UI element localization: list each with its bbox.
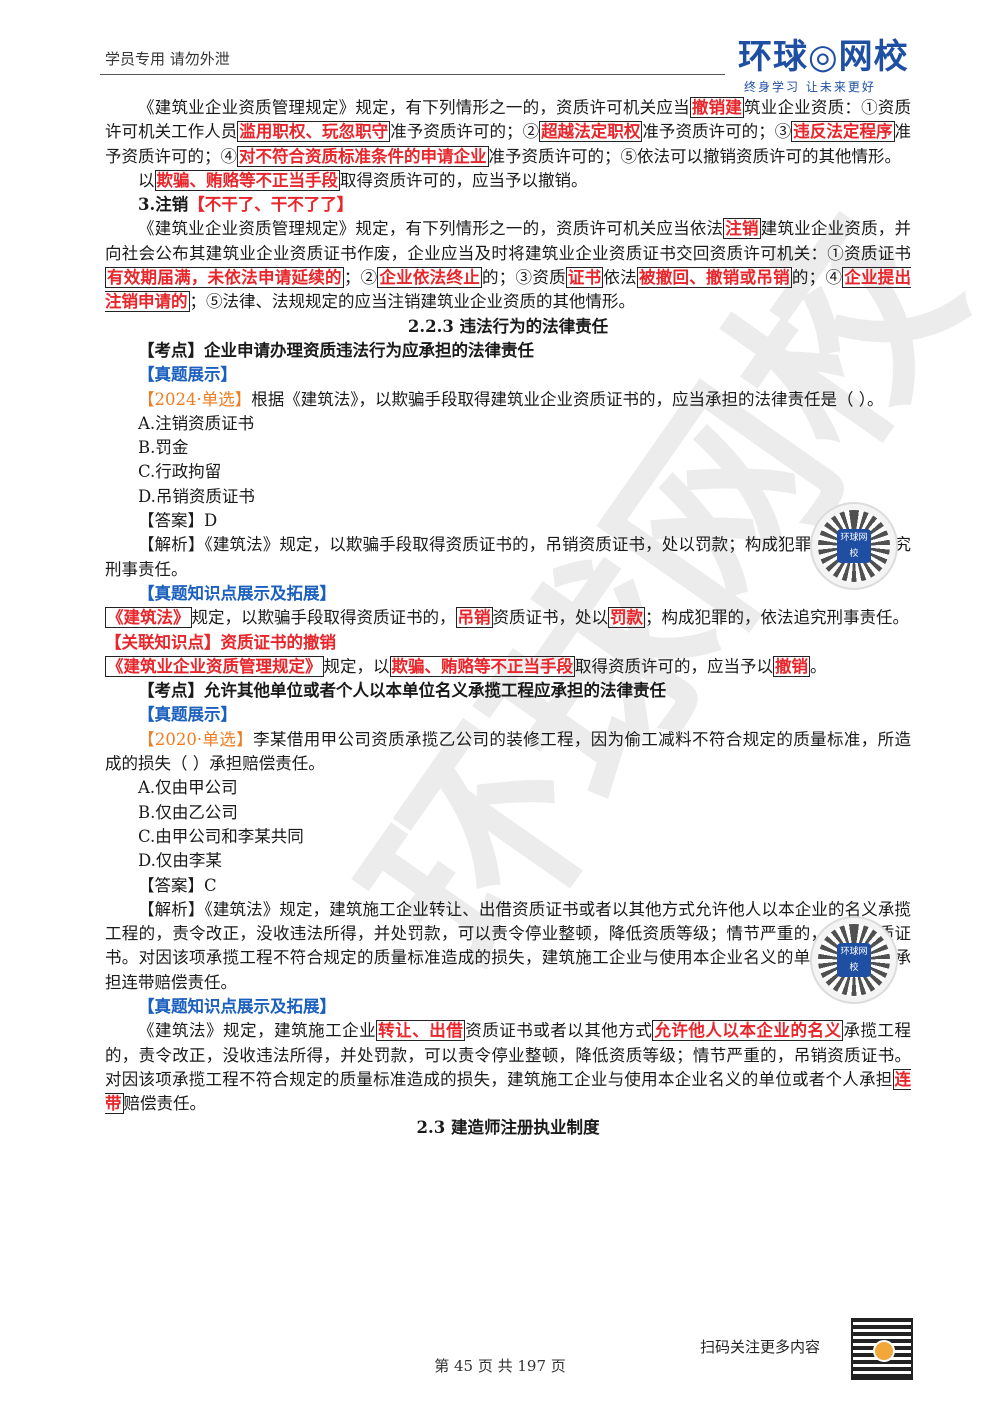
- footer-qr-icon[interactable]: [851, 1318, 913, 1380]
- related-paragraph: 《建筑业企业资质管理规定》规定，以欺骗、贿赂等不正当手段取得资质许可的，应当予以…: [105, 655, 827, 677]
- question-tag: 【2020·单选】: [138, 729, 254, 749]
- highlight: 吊销: [455, 607, 493, 629]
- highlight: 罚款: [608, 607, 645, 629]
- question-stem: 【2024·单选】根据《建筑法》，以欺骗手段取得建筑业企业资质证书的，应当承担的…: [138, 389, 884, 409]
- option-c: C.行政拘留: [138, 462, 222, 482]
- section-cancel-heading: 3.注销【不干了、干不了了】: [138, 195, 354, 215]
- highlight: 撤销建: [689, 97, 745, 118]
- logo-text: 环球◎网校: [738, 37, 909, 77]
- question-stem: 【2020·单选】李某借用甲公司资质承揽乙公司的装修工程，因为偷工减料不符合规定…: [105, 729, 912, 774]
- explanation: 【解析】《建筑法》规定，建筑施工企业转让、出借资质证书或者以其他方式允许他人以本…: [105, 899, 911, 992]
- main-content: 《建筑业企业资质管理规定》规定，有下列情形之一的，资质许可机关应当撤销建筑业企业…: [105, 96, 912, 1141]
- qr-logo: 环球网校: [837, 529, 871, 563]
- header-divider: [100, 74, 725, 75]
- highlight: 《建筑法》: [105, 607, 192, 629]
- section-heading: 2.3 建造师注册执业制度: [416, 1118, 600, 1138]
- highlight: 被撤回、撤销或吊销: [636, 267, 792, 289]
- page-number: 第 45 页 共 197 页: [434, 1357, 566, 1375]
- highlight: 企业提出注销申请的: [105, 267, 912, 313]
- header-notice: 学员专用 请勿外泄: [105, 50, 230, 68]
- answer: 【答案】C: [138, 875, 217, 895]
- highlight: 违反法定程序: [791, 121, 895, 143]
- highlight: 有效期届满，未依法申请延续的: [105, 267, 344, 289]
- knowledge-paragraph: 《建筑法》规定，以欺骗手段取得资质证书的，吊销资质证书，处以罚款；构成犯罪的，依…: [105, 607, 909, 629]
- knowledge-paragraph: 《建筑法》规定，建筑施工企业转让、出借资质证书或者以其他方式允许他人以本企业的名…: [105, 1020, 912, 1115]
- brand-logo: 环球◎网校 终身学习 让未来更好: [738, 38, 913, 96]
- highlight: 转让、出借: [376, 1020, 466, 1042]
- highlight: 允许他人以本企业的名义: [652, 1020, 844, 1042]
- option-a: A.注销资质证书: [138, 413, 255, 433]
- option-b: B.罚金: [138, 438, 189, 458]
- highlight: 对不符合资质标准条件的申请企业: [237, 145, 489, 167]
- mini-program-qr-icon[interactable]: 环球网校: [810, 916, 898, 1004]
- section-heading: 2.2.3 违法行为的法律责任: [407, 316, 609, 336]
- highlight: 《建筑业企业资质管理规定》: [105, 655, 324, 677]
- real-question-label: 【真题展示】: [138, 365, 237, 385]
- highlight: 超越法定职权: [539, 121, 643, 143]
- explanation: 【解析】《建筑法》规定，以欺骗手段取得资质证书的，吊销资质证书，处以罚款；构成犯…: [105, 535, 911, 579]
- option-d: D.吊销资质证书: [138, 486, 255, 506]
- option-b: B.仅由乙公司: [138, 802, 238, 822]
- highlight: 证书: [565, 267, 604, 289]
- footer-scan-text: 扫码关注更多内容: [700, 1338, 821, 1356]
- logo-slogan: 终身学习 让未来更好: [744, 80, 876, 94]
- paragraph-revoke: 《建筑业企业资质管理规定》规定，有下列情形之一的，资质许可机关应当撤销建筑业企业…: [105, 97, 912, 167]
- highlight: 连带: [105, 1068, 911, 1115]
- paragraph-revoke-fraud: 以欺骗、贿赂等不正当手段取得资质许可的，应当予以撤销。: [138, 169, 588, 191]
- option-d: D.仅由李某: [138, 851, 222, 871]
- knowledge-expand-label: 【真题知识点展示及拓展】: [138, 996, 336, 1016]
- highlight: 欺骗、贿赂等不正当手段: [389, 655, 575, 677]
- question-tag: 【2024·单选】: [138, 389, 252, 409]
- knowledge-expand-label: 【真题知识点展示及拓展】: [138, 583, 336, 603]
- related-knowledge-label: 【关联知识点】资质证书的撤销: [105, 632, 336, 652]
- highlight: 注销: [723, 218, 761, 240]
- answer: 【答案】D: [138, 511, 218, 531]
- paragraph-cancel: 《建筑业企业资质管理规定》规定，有下列情形之一的，资质许可机关应当依法注销建筑业…: [105, 218, 912, 313]
- mini-program-qr-icon[interactable]: 环球网校: [810, 502, 898, 590]
- highlight: 欺骗、贿赂等不正当手段: [154, 169, 340, 191]
- option-a: A.仅由甲公司: [138, 778, 238, 798]
- real-question-label: 【真题展示】: [138, 705, 237, 725]
- highlight: 滥用职权、玩忽职守: [237, 121, 391, 143]
- highlight: 企业依法终止: [377, 267, 482, 289]
- exam-point: 【考点】企业申请办理资质违法行为应承担的法律责任: [138, 340, 534, 360]
- exam-point: 【考点】允许其他单位或者个人以本单位名义承揽工程应承担的法律责任: [138, 681, 666, 701]
- highlight: 撤销: [773, 655, 810, 677]
- qr-logo: 环球网校: [837, 943, 871, 977]
- option-c: C.由甲公司和李某共同: [138, 826, 304, 846]
